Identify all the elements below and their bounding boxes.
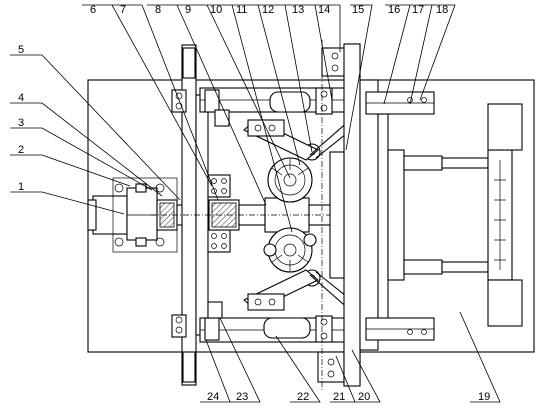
part-labels: 1 2 3 4 5 6 7 8 9 10 11 12 13 14 15 16 1… [18,4,490,403]
part-label-12: 12 [262,4,274,16]
part-label-16: 16 [388,4,400,16]
right-support-bracket [487,103,523,327]
part-label-10: 10 [210,4,222,16]
part-label-13: 13 [292,4,304,16]
leader-lines [10,4,501,403]
part-label-8: 8 [155,4,161,16]
part-label-5: 5 [18,44,24,56]
part-label-17: 17 [412,4,424,16]
part-label-11: 11 [236,4,247,16]
drive-motor [87,177,178,253]
part-label-4: 4 [18,92,24,104]
part-label-2: 2 [18,144,24,156]
lower-slide-guide [199,293,361,385]
part-label-21: 21 [333,391,345,403]
part-label-6: 6 [90,4,96,16]
part-label-18: 18 [436,4,448,16]
part-label-9: 9 [185,4,191,16]
part-label-1: 1 [18,181,24,193]
part-label-14: 14 [318,4,330,16]
right-frame-column [321,40,379,392]
part-label-3: 3 [18,117,24,129]
part-label-23: 23 [236,391,248,403]
part-label-19: 19 [478,391,490,403]
main-shaft [150,197,350,233]
part-label-22: 22 [297,391,309,403]
part-label-15: 15 [352,4,364,16]
part-label-20: 20 [358,391,370,403]
push-cylinders [387,149,513,281]
part-label-24: 24 [207,391,219,403]
gear-pair [263,143,321,287]
part-label-7: 7 [120,4,126,16]
